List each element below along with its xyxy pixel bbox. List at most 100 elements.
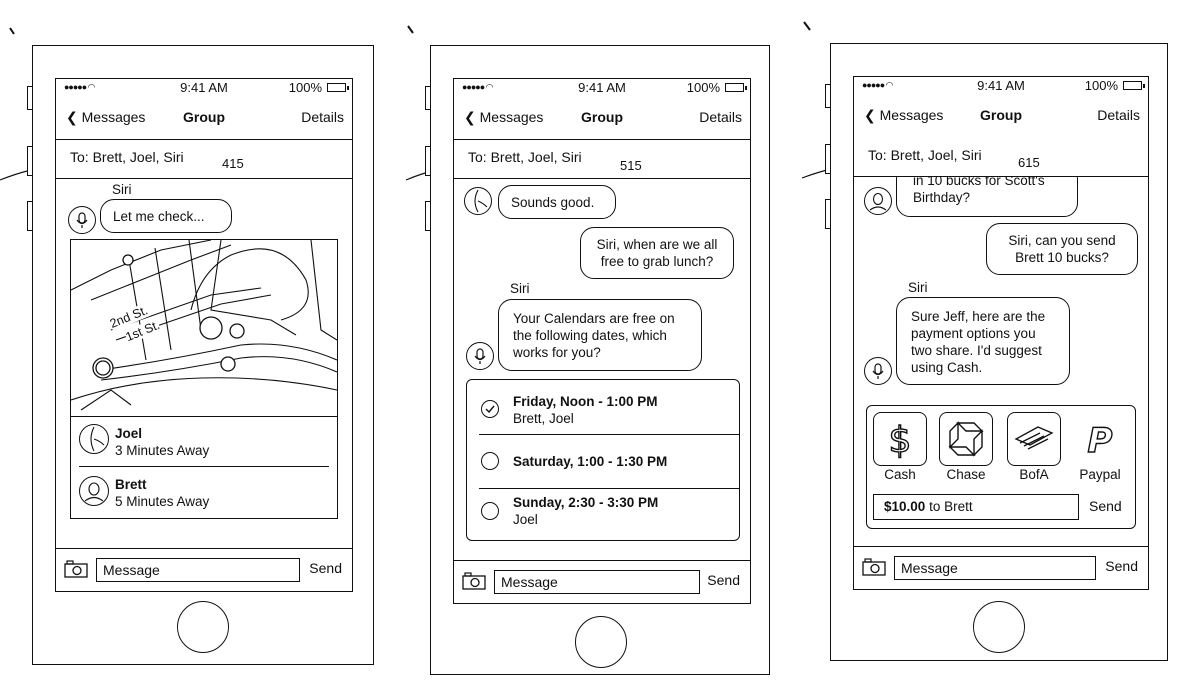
- option-time: Sunday, 2:30 - 3:30 PM: [513, 495, 659, 510]
- panel-2: 505 ●●●●● ◠ 9:41 AM 100% ❮ Messages Grou…: [400, 0, 800, 696]
- divider: [79, 466, 329, 467]
- date-option[interactable]: Saturday, 1:00 - 1:30 PM: [467, 436, 739, 488]
- divider: [71, 416, 337, 417]
- brett-avatar: [864, 187, 892, 215]
- sender-label: Siri: [112, 182, 132, 197]
- camera-icon[interactable]: [64, 560, 88, 581]
- paypal-option[interactable]: P: [1073, 412, 1127, 466]
- battery-icon: [725, 83, 747, 92]
- home-button[interactable]: [973, 601, 1025, 653]
- location-card: 2nd St. 1st St. Joel 3 Minutes Away Bret…: [70, 239, 338, 519]
- radio-icon: [481, 452, 499, 470]
- paypal-logo-icon: P: [1087, 420, 1113, 461]
- amount-field[interactable]: $10.00 to Brett: [873, 494, 1079, 520]
- panel-3: 605 in 10 bucks for Scott's Birthday? ●●…: [800, 0, 1200, 696]
- joel-avatar: [464, 187, 492, 215]
- divider: [479, 434, 739, 435]
- sender-label: Siri: [908, 280, 928, 295]
- back-button[interactable]: ❮ Messages: [66, 109, 146, 125]
- details-button[interactable]: Details: [1097, 107, 1140, 123]
- person-eta: 5 Minutes Away: [115, 494, 210, 509]
- home-button[interactable]: [177, 601, 229, 653]
- phone-frame: ●●●●● ◠ 9:41 AM 100% ❮ Messages Group De…: [425, 45, 770, 675]
- date-option[interactable]: Sunday, 2:30 - 3:30 PM Joel: [467, 492, 739, 538]
- nav-bar: ❮ Messages Group Details: [854, 97, 1148, 138]
- option-time: Saturday, 1:00 - 1:30 PM: [513, 454, 668, 469]
- bofa-logo-icon: [1014, 426, 1054, 450]
- amount-value: $10.00: [884, 499, 926, 514]
- siri-mic-icon: [864, 357, 892, 385]
- battery-percent: 100%: [1084, 78, 1118, 93]
- chase-option[interactable]: [939, 412, 993, 466]
- map-view[interactable]: [71, 240, 337, 416]
- compose-bar: Message Send: [56, 548, 352, 591]
- svg-text:P: P: [1088, 421, 1113, 461]
- details-button[interactable]: Details: [301, 109, 344, 125]
- signal-icon: ●●●●● ◠: [862, 80, 894, 90]
- send-button[interactable]: Send: [1105, 558, 1138, 574]
- bofa-option[interactable]: [1007, 412, 1061, 466]
- person-name: Brett: [115, 477, 147, 492]
- person-eta: 3 Minutes Away: [115, 443, 210, 458]
- status-bar: ●●●●● ◠ 9:41 AM 100%: [854, 77, 1148, 97]
- option-time: Friday, Noon - 1:00 PM: [513, 394, 658, 409]
- camera-icon[interactable]: [862, 558, 886, 579]
- payment-send-button[interactable]: Send: [1089, 498, 1122, 514]
- back-button[interactable]: ❮ Messages: [464, 109, 544, 125]
- ref-label-recipients: 515: [620, 158, 642, 173]
- recipients-field[interactable]: To: Brett, Joel, Siri: [854, 137, 1148, 177]
- conversation-title: Group: [980, 107, 1022, 123]
- battery-percent: 100%: [288, 80, 322, 95]
- signal-icon: ●●●●● ◠: [462, 82, 494, 92]
- sender-label: Siri: [510, 281, 530, 296]
- send-button[interactable]: Send: [309, 560, 342, 576]
- recipients-field[interactable]: To: Brett, Joel, Siri: [56, 139, 352, 179]
- message-input[interactable]: Message: [894, 556, 1096, 580]
- send-button[interactable]: Send: [707, 572, 740, 588]
- payment-label: Chase: [946, 467, 986, 482]
- screen: in 10 bucks for Scott's Birthday? ●●●●● …: [853, 76, 1149, 590]
- ref-label-recipients: 415: [222, 156, 244, 171]
- battery-percent: 100%: [686, 80, 720, 95]
- compose-bar: Message Send: [854, 546, 1148, 589]
- payment-label: Cash: [884, 467, 916, 482]
- home-button[interactable]: [575, 616, 627, 668]
- signal-icon: ●●●●● ◠: [64, 82, 96, 92]
- siri-bubble: Your Calendars are free on the following…: [498, 299, 702, 371]
- cash-option[interactable]: $: [873, 412, 927, 466]
- date-options-card: Friday, Noon - 1:00 PM Brett, Joel Satur…: [466, 379, 740, 541]
- siri-mic-icon: [68, 206, 96, 234]
- date-option[interactable]: Friday, Noon - 1:00 PM Brett, Joel: [467, 388, 739, 434]
- payment-label: BofA: [1019, 467, 1049, 482]
- payment-label: Paypal: [1079, 467, 1121, 482]
- message-input[interactable]: Message: [494, 570, 700, 594]
- brett-avatar: [79, 476, 109, 506]
- siri-bubble: Let me check...: [100, 199, 232, 233]
- ref-label-recipients: 615: [1018, 155, 1040, 170]
- joel-avatar: [79, 424, 109, 454]
- status-time: 9:41 AM: [977, 78, 1025, 93]
- amount-recipient: to Brett: [929, 499, 973, 514]
- battery-icon: [1123, 81, 1145, 90]
- incoming-bubble: Sounds good.: [498, 185, 616, 219]
- back-button[interactable]: ❮ Messages: [864, 107, 944, 123]
- compose-bar: Message Send: [454, 560, 750, 603]
- phone-frame: in 10 bucks for Scott's Birthday? ●●●●● …: [825, 43, 1168, 661]
- conversation-title: Group: [581, 109, 623, 125]
- camera-icon[interactable]: [462, 572, 486, 593]
- message-input[interactable]: Message: [96, 558, 300, 582]
- status-time: 9:41 AM: [180, 80, 228, 95]
- siri-bubble: Sure Jeff, here are the payment options …: [896, 297, 1070, 385]
- battery-icon: [327, 83, 349, 92]
- outgoing-bubble: Siri, when are we all free to grab lunch…: [580, 227, 734, 279]
- option-people: Joel: [513, 512, 538, 527]
- status-bar: ●●●●● ◠ 9:41 AM 100%: [454, 79, 750, 99]
- details-button[interactable]: Details: [699, 109, 742, 125]
- recipients-field[interactable]: To: Brett, Joel, Siri: [454, 139, 750, 179]
- divider: [479, 488, 739, 489]
- svg-text:$: $: [889, 420, 912, 461]
- status-bar: ●●●●● ◠ 9:41 AM 100%: [56, 79, 352, 99]
- phone-frame: ●●●●● ◠ 9:41 AM 100% ❮ Messages Group De…: [27, 45, 374, 665]
- selected-check-icon: [481, 400, 499, 418]
- nav-bar: ❮ Messages Group Details: [56, 99, 352, 140]
